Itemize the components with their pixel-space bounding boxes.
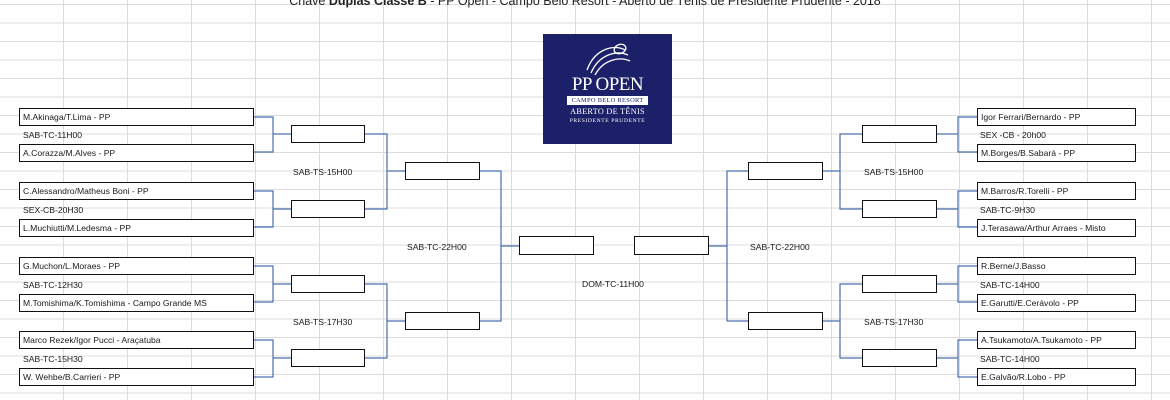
- quarter-slot-right-3[interactable]: [862, 275, 937, 293]
- team-name: L.Muchiutti/M.Ledesma - PP: [23, 222, 131, 233]
- semi-slot-right-2[interactable]: [748, 312, 823, 330]
- team-name: C.Alessandro/Matheus Boni - PP: [23, 185, 149, 196]
- connector-right-r1-m2: [957, 190, 977, 228]
- quarter-schedule-right-bottom: SAB-TS-17H30: [864, 317, 924, 327]
- match-schedule-left-2: SEX-CB-20H30: [23, 205, 84, 215]
- quarter-slot-left-1[interactable]: [291, 125, 365, 143]
- logo-city: PRESIDENTE PRUDENTE: [569, 118, 646, 124]
- connector-left-sf: [480, 170, 502, 322]
- page-title: Chave Duplas Classe B - PP Open - Campo …: [289, 0, 881, 8]
- team-slot-right-4b[interactable]: E.Galvão/R.Lobo - PP: [977, 368, 1136, 386]
- team-slot-left-2a[interactable]: C.Alessandro/Matheus Boni - PP: [19, 182, 254, 200]
- connector-left-qf-bottom: [365, 283, 388, 359]
- connector-left-r1-m1: [254, 116, 274, 153]
- match-schedule-right-4: SAB-TC-14H00: [980, 354, 1040, 364]
- team-name: E.Galvão/R.Lobo - PP: [981, 371, 1066, 382]
- quarter-slot-left-2[interactable]: [291, 200, 365, 218]
- connector-right-r1-m4: [957, 339, 977, 378]
- pp-open-logo: PP OPEN CAMPO BELO RESORT ABERTO DE TÊNI…: [543, 34, 672, 144]
- quarter-schedule-left-top: SAB-TS-15H00: [293, 167, 353, 177]
- team-name: M.Tomishima/K.Tomishima - Campo Grande M…: [23, 297, 207, 308]
- team-slot-right-2a[interactable]: M.Barros/R.Torelli - PP: [977, 182, 1136, 200]
- semi-schedule-left: SAB-TC-22H00: [407, 242, 467, 252]
- match-schedule-right-3: SAB-TC-14H00: [980, 280, 1040, 290]
- team-slot-left-2b[interactable]: L.Muchiutti/M.Ledesma - PP: [19, 219, 254, 237]
- team-name: W. Wehbe/B.Carrieri - PP: [23, 371, 121, 382]
- match-schedule-left-3: SAB-TC-12H30: [23, 280, 83, 290]
- connector-left-r1-m2: [254, 190, 274, 228]
- team-name: R.Berne/J.Basso: [981, 260, 1046, 271]
- team-slot-right-4a[interactable]: A.Tsukamoto/A.Tsukamoto - PP: [977, 331, 1136, 349]
- semi-slot-left-2[interactable]: [405, 312, 480, 330]
- connector-left-r1-m3: [254, 265, 274, 303]
- connector-right-qf-top: [839, 133, 862, 210]
- connector-left-qf-top: [365, 133, 388, 210]
- final-slot-right[interactable]: [634, 236, 709, 255]
- connector-right-qf-bottom: [839, 283, 862, 359]
- quarter-slot-right-4[interactable]: [862, 349, 937, 367]
- match-schedule-left-1: SAB-TC-11H00: [23, 130, 83, 140]
- quarter-slot-left-3[interactable]: [291, 275, 365, 293]
- team-slot-right-1b[interactable]: M.Borges/B.Sabará - PP: [977, 144, 1136, 162]
- final-schedule: DOM-TC-11H00: [582, 279, 644, 289]
- team-name: M.Borges/B.Sabará - PP: [981, 147, 1076, 158]
- tennis-racket-icon: [586, 43, 631, 76]
- team-slot-right-2b[interactable]: J.Terasawa/Arthur Arraes - Misto: [977, 219, 1136, 237]
- connector-left-r1-m4: [254, 339, 274, 378]
- team-name: Igor Ferrari/Bernardo - PP: [981, 111, 1081, 122]
- team-slot-right-3a[interactable]: R.Berne/J.Basso: [977, 257, 1136, 275]
- team-slot-left-1a[interactable]: M.Akinaga/T.Lima - PP: [19, 108, 254, 126]
- team-slot-left-1b[interactable]: A.Corazza/M.Alves - PP: [19, 144, 254, 162]
- logo-event: ABERTO DE TÊNIS: [570, 107, 645, 116]
- team-name: Marco Rezek/Igor Pucci - Araçatuba: [23, 334, 161, 345]
- match-schedule-right-1: SEX -CB - 20h00: [980, 130, 1046, 140]
- quarter-schedule-right-top: SAB-TS-15H00: [864, 167, 924, 177]
- connector-right-sf: [726, 170, 748, 322]
- semi-slot-left-1[interactable]: [405, 162, 480, 180]
- connector-right-r1-m1: [957, 116, 977, 153]
- team-name: M.Barros/R.Torelli - PP: [981, 185, 1069, 196]
- logo-venue: CAMPO BELO RESORT: [567, 96, 648, 105]
- team-name: G.Muchon/L.Moraes - PP: [23, 260, 120, 271]
- quarter-slot-right-2[interactable]: [862, 200, 937, 218]
- match-schedule-left-4: SAB-TC-15H30: [23, 354, 83, 364]
- team-name: E.Garutti/E.Cerávolo - PP: [981, 297, 1079, 308]
- quarter-schedule-left-bottom: SAB-TS-17H30: [293, 317, 353, 327]
- logo-title: PP OPEN: [571, 74, 644, 95]
- team-slot-left-3a[interactable]: G.Muchon/L.Moraes - PP: [19, 257, 254, 275]
- semi-slot-right-1[interactable]: [748, 162, 823, 180]
- team-slot-left-4a[interactable]: Marco Rezek/Igor Pucci - Araçatuba: [19, 331, 254, 349]
- semi-schedule-right: SAB-TC-22H00: [750, 242, 810, 252]
- quarter-slot-left-4[interactable]: [291, 349, 365, 367]
- team-slot-right-3b[interactable]: E.Garutti/E.Cerávolo - PP: [977, 294, 1136, 312]
- quarter-slot-right-1[interactable]: [862, 125, 937, 143]
- team-name: M.Akinaga/T.Lima - PP: [23, 111, 111, 122]
- connector-right-r1-m3: [957, 265, 977, 303]
- team-name: J.Terasawa/Arthur Arraes - Misto: [981, 222, 1106, 233]
- team-name: A.Corazza/M.Alves - PP: [23, 147, 116, 158]
- team-name: A.Tsukamoto/A.Tsukamoto - PP: [981, 334, 1102, 345]
- team-slot-right-1a[interactable]: Igor Ferrari/Bernardo - PP: [977, 108, 1136, 126]
- team-slot-left-4b[interactable]: W. Wehbe/B.Carrieri - PP: [19, 368, 254, 386]
- match-schedule-right-2: SAB-TC-9H30: [980, 205, 1035, 215]
- final-slot-left[interactable]: [519, 236, 594, 255]
- team-slot-left-3b[interactable]: M.Tomishima/K.Tomishima - Campo Grande M…: [19, 294, 254, 312]
